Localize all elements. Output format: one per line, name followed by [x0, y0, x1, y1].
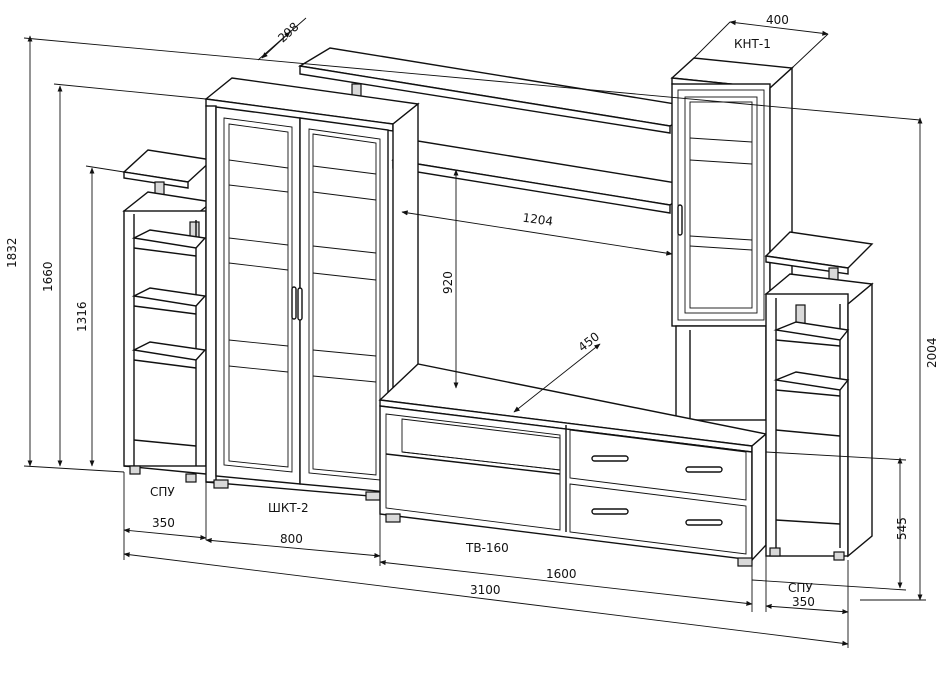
- dim-width-spu-right: 350: [792, 595, 815, 609]
- middle-shelf: [391, 140, 697, 214]
- spu-left-cabinet: [122, 149, 214, 483]
- dim-width-shkt: 800: [280, 532, 303, 546]
- label-shkt: ШКТ-2: [268, 501, 309, 515]
- dim-niche-width: 1204: [522, 211, 554, 229]
- top-bridge-shelf: [297, 47, 703, 134]
- knt-cabinet: [670, 57, 794, 421]
- module-labels: СПУ ШКТ-2 ТВ-160 КНТ-1 СПУ: [150, 37, 813, 595]
- dimension-lines: [23, 17, 926, 648]
- dim-width-tv: 1600: [546, 567, 577, 581]
- label-tv: ТВ-160: [465, 541, 509, 555]
- dim-height-1316: 1316: [75, 301, 89, 332]
- label-spu-right: СПУ: [788, 581, 813, 595]
- dim-width-spu-left: 350: [152, 516, 175, 530]
- dim-niche-height: 920: [441, 271, 455, 294]
- label-spu-left: СПУ: [150, 485, 175, 499]
- dim-height-2004: 2004: [925, 337, 939, 368]
- spu-right-cabinet: [764, 231, 874, 561]
- dim-tv-depth: 450: [575, 329, 602, 354]
- dim-knt-width: 400: [766, 13, 789, 27]
- dim-height-1832: 1832: [5, 237, 19, 268]
- label-knt: КНТ-1: [734, 37, 771, 51]
- tv-stand: [378, 363, 768, 567]
- dim-width-total: 3100: [470, 583, 501, 597]
- dim-height-1660: 1660: [41, 261, 55, 292]
- dim-tv-height: 545: [895, 517, 909, 540]
